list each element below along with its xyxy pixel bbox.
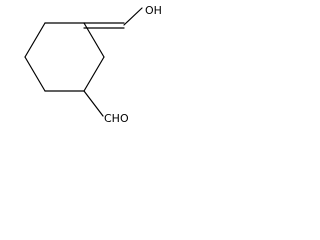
bond-to-aldehyde: [83, 90, 104, 117]
ring-bond-top-right: [83, 22, 105, 58]
exocyclic-double-bond: [83, 22, 125, 29]
ring-bond-bottom-right: [83, 56, 105, 92]
bond-to-hydroxyl: [123, 7, 143, 26]
ring-bond-top-left: [24, 22, 46, 58]
cyclohexane-ring: [24, 22, 105, 92]
aldehyde-label: CHO: [104, 112, 129, 125]
ring-bond-bottom-left: [24, 56, 46, 92]
hydroxyl-label: OH: [145, 4, 162, 17]
chemical-structure-diagram: OH CHO: [24, 4, 162, 125]
